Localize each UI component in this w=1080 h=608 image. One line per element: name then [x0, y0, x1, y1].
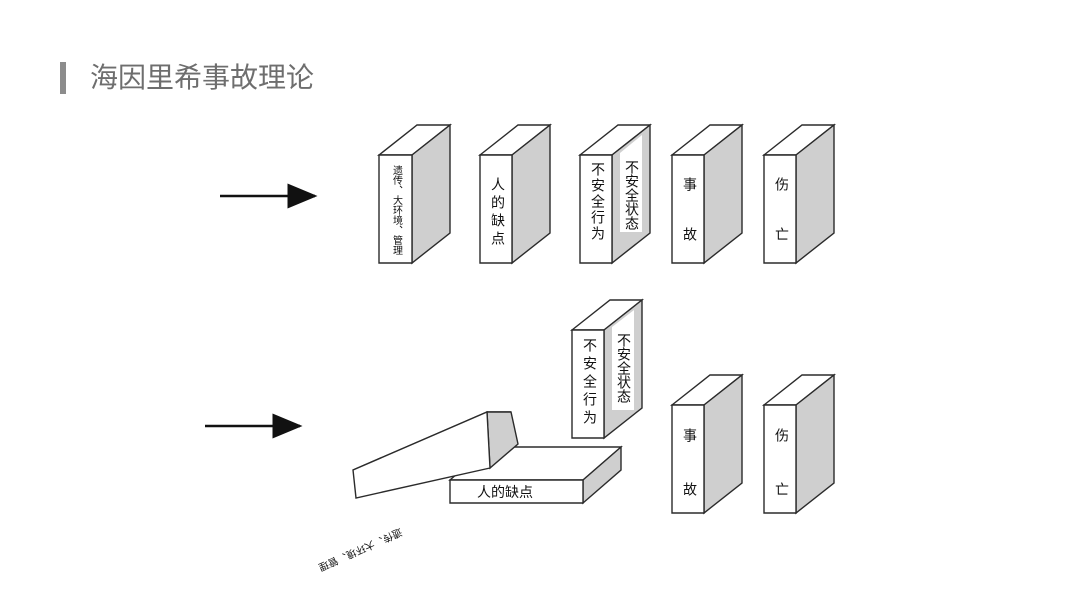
domino-row2-unsafe: 不安全行为 不安全状态: [569, 298, 645, 440]
domino-row1-unsafe-act-label: 不安全行为: [589, 162, 605, 242]
domino-row1-accident-label: 事故: [681, 177, 697, 277]
domino-row1-unsafe: 不安全行为 不安全状态: [577, 123, 653, 265]
domino-row1-casualty: 伤亡: [761, 123, 837, 277]
domino-row2-unsafe-act-label: 不安全行为: [581, 338, 597, 428]
title-accent-bar: [60, 62, 66, 94]
page-title: 海因里希事故理论: [90, 61, 315, 94]
domino-row1-casualty-label: 伤亡: [773, 177, 789, 277]
domino-row2-casualty-label: 伤亡: [773, 428, 789, 536]
domino-row2-casualty: 伤亡: [761, 373, 837, 536]
domino-row1-heredity: 遗传、大环境、管理: [376, 123, 453, 265]
domino-row2-heredity-label: 遗传、大环境、管理: [317, 526, 405, 574]
domino-row2-accident-label: 事故: [681, 428, 697, 536]
domino-row2-human-fault-fallen: 人的缺点: [448, 445, 623, 505]
domino-row1-human-fault: 人的缺点: [477, 123, 553, 265]
domino-row1-heredity-label: 遗传、大环境、管理: [391, 164, 403, 255]
domino-row1-accident: 事故: [669, 123, 745, 277]
domino-row1-unsafe-condition-label: 不安全状态: [623, 160, 639, 230]
domino-row2-human-fault-label: 人的缺点: [477, 485, 533, 501]
domino-row1-human-fault-label: 人的缺点: [489, 177, 505, 249]
domino-row2-unsafe-condition-label: 不安全状态: [615, 333, 631, 403]
domino-row2-accident: 事故: [669, 373, 745, 536]
